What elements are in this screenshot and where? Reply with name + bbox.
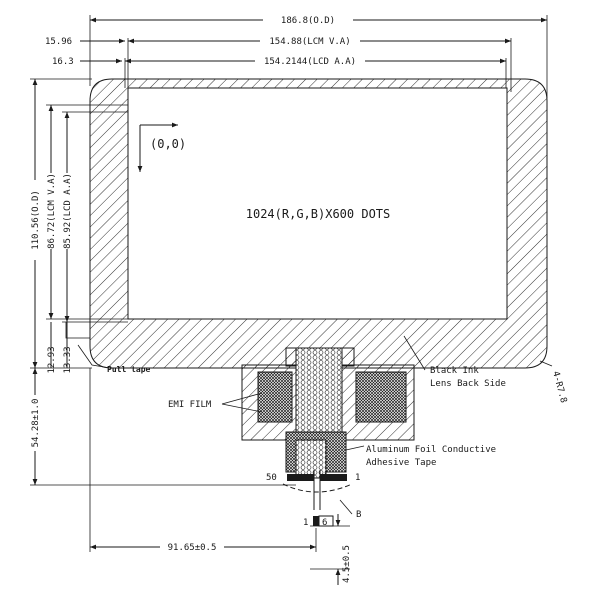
outline-height-label: 110.56(O.D) [31,190,41,250]
aluminum-foil-label: Aluminum Foil Conductive [366,445,496,455]
emi-film-label: EMI FILM [168,400,212,410]
corner-radius-label: 4-R7.8 [550,370,568,404]
left-offset-aa-label: 16.3 [52,57,74,67]
fpc-tail-label: 4.5±0.5 [342,545,352,583]
connector-core [295,439,327,479]
emi-film-left [257,371,293,423]
lcm-va-width-label: 154.88(LCM V.A) [269,37,350,47]
left-offset-va-label: 15.96 [45,37,72,47]
lcm-va-height-label: 86.72(LCM V.A) [47,173,57,249]
resolution-label: 1024(R,G,B)X600 DOTS [246,207,391,221]
pin-1-detail-label: 1 [303,518,308,528]
lcd-aa-width-label: 154.2144(LCD A.A) [264,57,356,67]
pin-50-label: 50 [266,473,277,483]
contact-strip-right [320,474,347,481]
emi-film-right [355,371,407,423]
outline-width-label: 186.8(O.D) [281,16,335,26]
contact-strip-left [287,474,314,481]
adhesive-tape-label: Adhesive Tape [366,458,436,468]
pin-1-right-label: 1 [355,473,360,483]
fpc-length-label: 54.28±1.0 [31,399,41,448]
bottom-offset-aa-label: 12.93 [47,346,57,373]
origin-label: (0,0) [150,137,186,151]
fpc-center-strip [295,347,343,441]
black-ink-border [89,78,548,369]
active-area [127,87,508,320]
lcd-aa-height-label: 85.92(LCD A.A) [63,173,73,249]
bottom-offset-va-label: 13.33 [63,346,73,373]
pin-6-label: 6 [322,518,327,528]
detail-b-label: B [356,510,361,520]
pull-tape-label: Pull tape [107,365,151,374]
detail-b-pin [313,516,319,526]
lens-back-side-label: Lens Back Side [430,379,506,389]
black-ink-label: Black Ink [430,366,479,376]
fpc-x-position-label: 91.65±0.5 [168,543,217,553]
